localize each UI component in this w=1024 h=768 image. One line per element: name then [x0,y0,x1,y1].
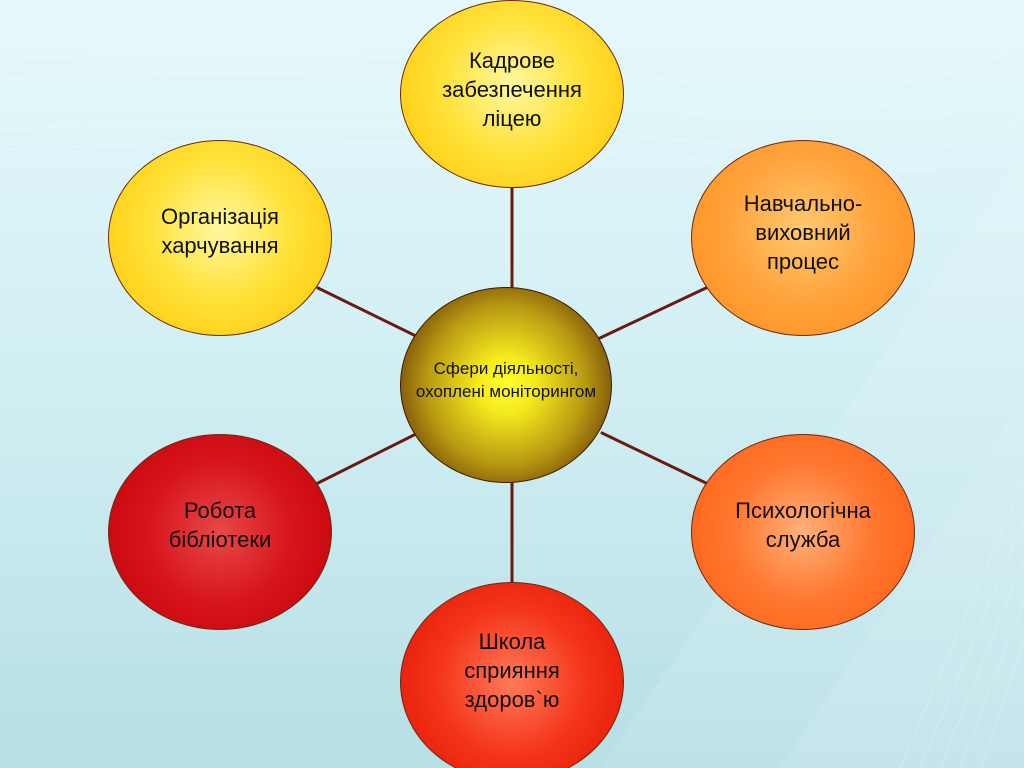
node-psych: Психологічна служба [691,434,915,630]
node-psych-label: Психологічна служба [735,498,871,552]
node-staff-label: Кадрове забезпечення ліцею [442,47,582,131]
node-food: Організація харчування [108,140,332,336]
node-library-label: Робота бібліотеки [168,498,272,552]
connector-library [314,431,420,486]
center-node: Сфери діяльності, охоплені моніторингом [400,287,612,483]
center-label: Сфери діяльності, охоплені моніторингом [415,359,597,401]
node-health: Школа сприяння здоров`ю [400,582,624,768]
node-library: Робота бібліотеки [108,434,332,630]
connector-psych [600,431,710,486]
node-staff: Кадрове забезпечення ліцею [400,0,624,188]
node-edu-label: Навчально- виховний процес [743,190,863,274]
node-food-label: Організація харчування [161,204,279,258]
node-health-label: Школа сприяння здоров`ю [464,628,560,712]
connector-edu [598,285,710,340]
connector-food [316,286,422,340]
node-edu: Навчально- виховний процес [691,140,915,336]
